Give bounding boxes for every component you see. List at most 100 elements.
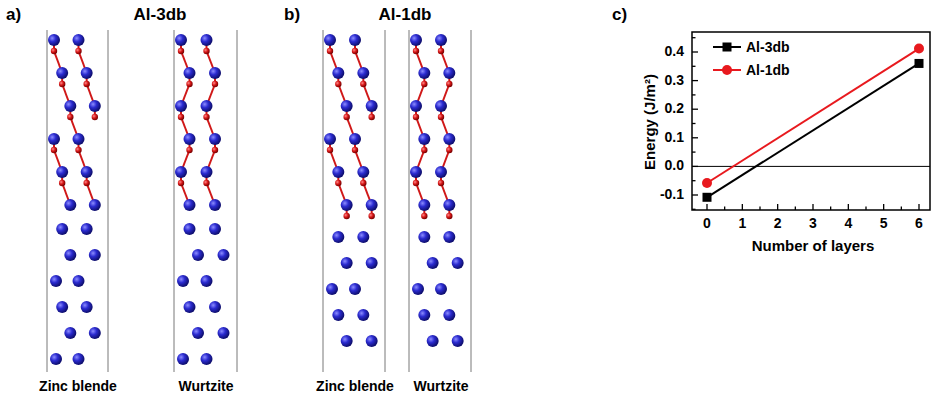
n-atom xyxy=(421,213,427,219)
n-atom xyxy=(360,180,366,186)
al-atom xyxy=(418,67,430,79)
n-atom xyxy=(438,48,444,54)
x-tick xyxy=(830,207,831,211)
al-atom xyxy=(412,283,424,295)
al-atom xyxy=(89,249,101,261)
legend-label: Al-3db xyxy=(746,39,790,55)
al-atom xyxy=(89,199,101,211)
n-atom xyxy=(178,180,184,186)
panel-label: b) xyxy=(284,6,300,25)
legend-sample xyxy=(712,38,742,56)
n-atom xyxy=(413,48,419,54)
al-atom xyxy=(410,100,422,112)
al-atom xyxy=(366,335,378,347)
y-tick xyxy=(692,151,696,152)
al-atom xyxy=(73,133,85,145)
al-atom xyxy=(326,283,338,295)
n-atom xyxy=(343,114,349,120)
al-atom xyxy=(64,199,76,211)
al-atom xyxy=(357,166,369,178)
panel-label: a) xyxy=(6,6,21,25)
al-atom xyxy=(366,257,378,269)
x-tick xyxy=(742,204,743,210)
y-tick xyxy=(692,37,696,38)
y-tick xyxy=(692,209,696,210)
tick-label: 0.1 xyxy=(665,130,684,145)
n-atom xyxy=(186,81,192,87)
al-atom xyxy=(332,231,344,243)
n-atom xyxy=(203,48,209,54)
n-atom xyxy=(413,180,419,186)
al-atom xyxy=(177,353,189,365)
n-atom xyxy=(327,48,333,54)
series-line xyxy=(707,63,919,197)
n-atom xyxy=(413,114,419,120)
al-atom xyxy=(341,199,353,211)
al-atom xyxy=(209,133,221,145)
y-tick xyxy=(692,123,696,124)
al-atom xyxy=(332,309,344,321)
al-atom xyxy=(81,223,93,235)
al-atom xyxy=(324,133,336,145)
n-atom xyxy=(51,48,57,54)
x-tick xyxy=(865,207,866,211)
cell-boundary xyxy=(47,30,48,372)
cell-boundary xyxy=(323,30,324,372)
n-atom xyxy=(83,180,89,186)
al-atom xyxy=(56,166,68,178)
al-atom xyxy=(201,353,213,365)
crystal-structures xyxy=(47,30,471,372)
axis-title: Number of layers xyxy=(752,238,875,255)
structure-caption: Wurtzite xyxy=(414,379,469,394)
y-tick xyxy=(692,194,698,195)
n-atom xyxy=(75,48,81,54)
wurtzite-3db xyxy=(174,30,237,372)
n-atom xyxy=(421,81,427,87)
tick-label: -0.1 xyxy=(660,187,684,202)
n-atom xyxy=(438,114,444,120)
tick-label: 5 xyxy=(880,216,888,231)
tick-label: 1 xyxy=(738,216,746,231)
x-tick xyxy=(777,204,778,210)
n-atom xyxy=(335,81,341,87)
x-tick xyxy=(724,207,725,211)
al-atom xyxy=(89,100,101,112)
zero-line xyxy=(692,166,930,167)
al-atom xyxy=(56,301,68,313)
n-atom xyxy=(368,114,374,120)
zinc-blende-3db xyxy=(47,30,108,372)
al-atom xyxy=(192,249,204,261)
legend-label: Al-1db xyxy=(746,62,790,78)
axis-title: Energy (J/m²) xyxy=(642,74,659,170)
al-atom xyxy=(427,257,439,269)
al-atom xyxy=(56,223,68,235)
n-atom xyxy=(178,48,184,54)
al-atom xyxy=(443,133,455,145)
legend-item: Al-1db xyxy=(712,61,790,79)
tick-label: 0.4 xyxy=(665,44,684,59)
al-atom xyxy=(443,309,455,321)
al-atom xyxy=(357,309,369,321)
al-atom xyxy=(366,100,378,112)
cell-boundary xyxy=(385,30,386,372)
y-tick xyxy=(692,66,696,67)
n-atom xyxy=(343,213,349,219)
x-tick xyxy=(812,204,813,210)
al-atom xyxy=(418,199,430,211)
panel-title: Al-3db xyxy=(134,6,187,25)
n-atom xyxy=(67,114,73,120)
al-atom xyxy=(73,34,85,46)
data-marker xyxy=(703,193,712,202)
structure-caption: Zinc blende xyxy=(316,379,394,394)
al-atom xyxy=(50,275,62,287)
n-atom xyxy=(352,48,358,54)
data-marker xyxy=(915,59,924,68)
al-atom xyxy=(177,275,189,287)
al-atom xyxy=(218,249,230,261)
al-atom xyxy=(418,309,430,321)
n-atom xyxy=(92,114,98,120)
tick-label: 3 xyxy=(809,216,817,231)
tick-label: 2 xyxy=(774,216,782,231)
n-atom xyxy=(212,147,218,153)
